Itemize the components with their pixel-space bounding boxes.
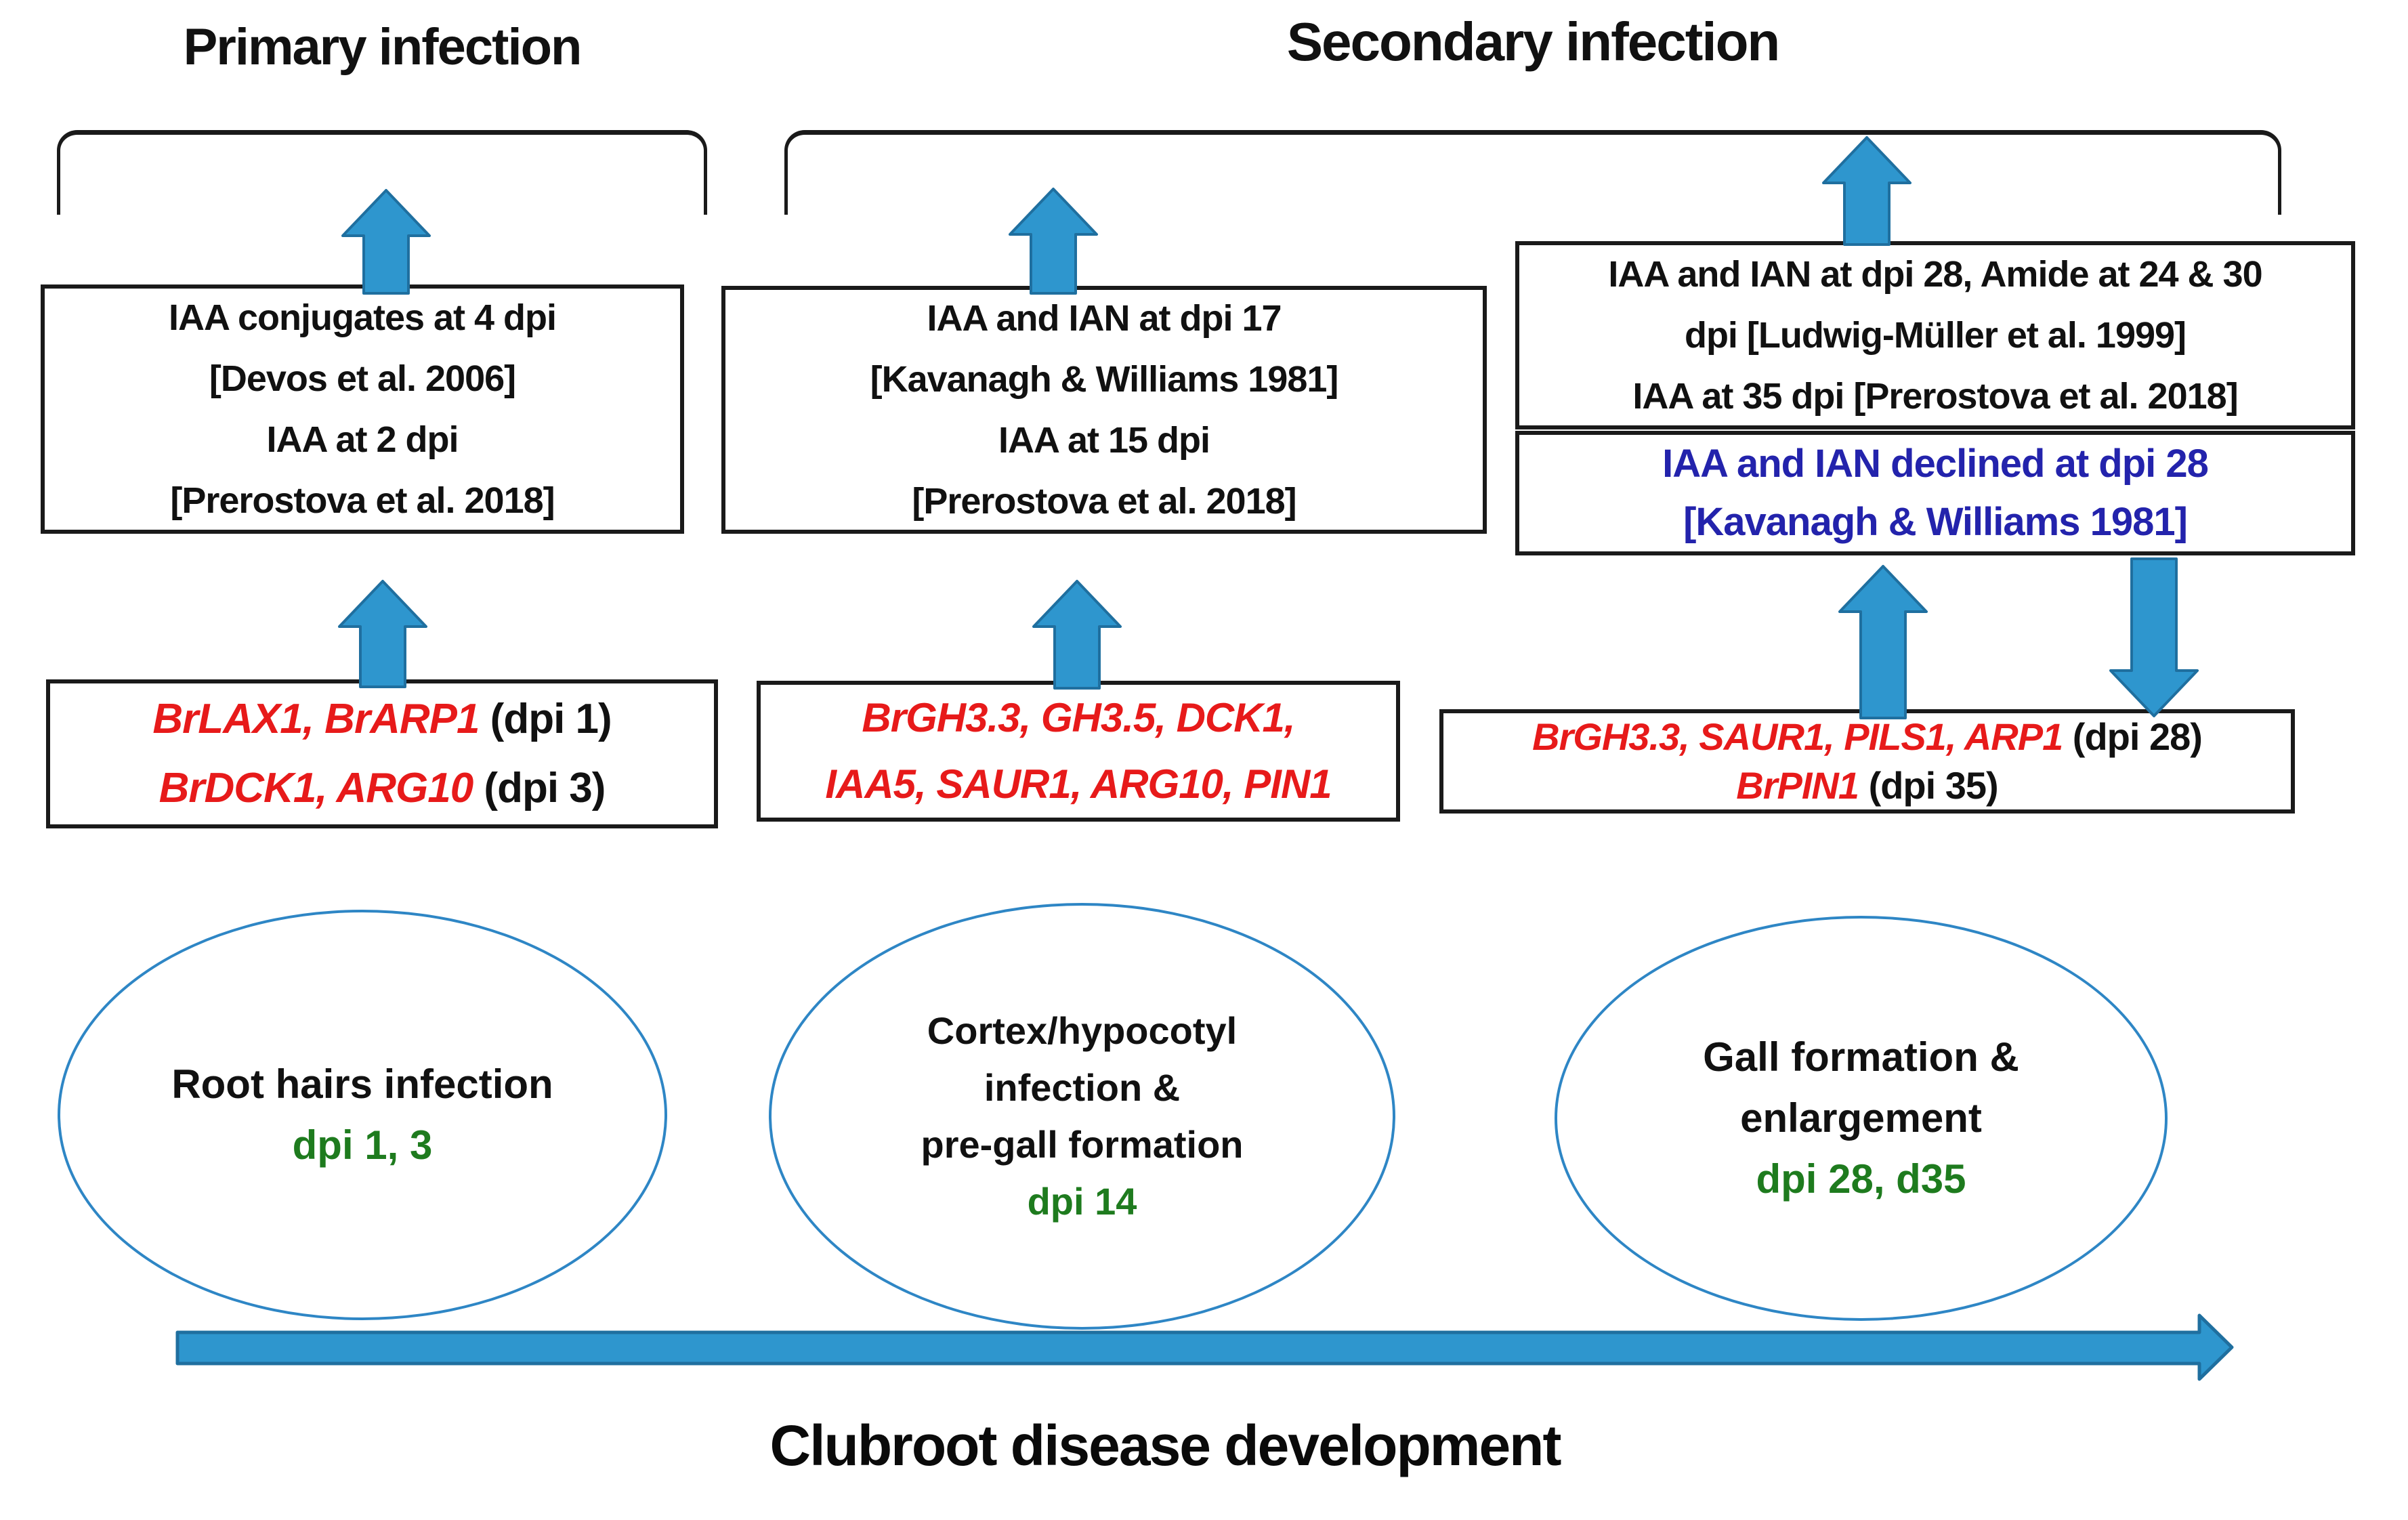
- stage-text: Cortex/hypocotyl infection & pre-gall form…: [921, 1002, 1243, 1173]
- text-line: infection &: [984, 1066, 1181, 1109]
- text-line: BrLAX1, BrARP1 (dpi 1): [50, 685, 714, 754]
- up-arrow-icon: [341, 189, 431, 295]
- dpi-note: (dpi 35): [1859, 764, 1999, 807]
- text-line: pre-gall formation: [921, 1123, 1244, 1166]
- text-line: Gall formation &: [1703, 1034, 2019, 1080]
- gene-name: BrGH3.3, SAUR1, PILS1, ARP1: [1532, 715, 2063, 758]
- text-line: IAA5, SAUR1, ARG10, PIN1: [761, 751, 1396, 818]
- primary-infection-title: Primary infection: [183, 18, 583, 76]
- gene-box-dpi28-35: BrGH3.3, SAUR1, PILS1, ARP1 (dpi 28)BrPI…: [1439, 709, 2295, 814]
- text-line: BrPIN1 (dpi 35): [1443, 761, 2291, 810]
- gene-box-dpi1-3: BrLAX1, BrARP1 (dpi 1)BrDCK1, ARG10 (dpi…: [46, 679, 718, 828]
- stage-dpi: dpi 28, d35: [1756, 1156, 1966, 1202]
- secondary-infection-title: Secondary infection: [1286, 12, 1781, 72]
- gene-name: BrGH3.3, GH3.5, DCK1,: [862, 695, 1295, 740]
- up-arrow-icon: [338, 580, 427, 688]
- text-line: IAA and IAN at dpi 17: [927, 298, 1282, 339]
- stage-ellipse-cortex-hypocotyl: Cortex/hypocotyl infection & pre-gall form…: [769, 903, 1395, 1330]
- secondary-bracket-icon: [784, 130, 2281, 215]
- timeline-arrow-icon: [175, 1313, 2234, 1381]
- text-line: [Prerostova et al. 2018]: [170, 480, 555, 521]
- text-line: Root hairs infection: [171, 1061, 553, 1107]
- text-line: Cortex/hypocotyl: [927, 1009, 1238, 1052]
- up-arrow-icon: [1009, 188, 1098, 295]
- stage-dpi: dpi 1, 3: [292, 1122, 433, 1168]
- down-arrow-icon: [2109, 557, 2199, 717]
- text-line: IAA and IAN at dpi 28, Amide at 24 & 30: [1608, 254, 2262, 295]
- stage-dpi: dpi 14: [1027, 1180, 1137, 1223]
- text-line: [Kavanagh & Williams 1981]: [1683, 500, 2188, 544]
- dpi-note: (dpi 28): [2063, 715, 2203, 758]
- gene-name: BrDCK1, ARG10: [159, 765, 474, 811]
- hormone-evidence-box-secondary-mid: IAA and IAN at dpi 17 [Kavanagh & William…: [721, 286, 1487, 534]
- text-line: IAA conjugates at 4 dpi: [168, 297, 557, 338]
- up-arrow-icon: [1032, 580, 1122, 690]
- up-arrow-icon: [1838, 565, 1928, 719]
- up-arrow-icon: [1822, 136, 1911, 246]
- text-line: enlargement: [1740, 1095, 1982, 1141]
- gene-name: BrLAX1, BrARP1: [152, 696, 480, 742]
- dpi-note: (dpi 3): [473, 765, 606, 811]
- text-line: [Devos et al. 2006]: [209, 358, 516, 399]
- stage-ellipse-root-hairs: Root hairs infection dpi 1, 3: [58, 910, 667, 1320]
- text-line: dpi [Ludwig-Müller et al. 1999]: [1684, 315, 2187, 356]
- text-line: IAA at 2 dpi: [266, 419, 459, 460]
- gene-name: BrPIN1: [1736, 764, 1859, 807]
- gene-box-dpi14: BrGH3.3, GH3.5, DCK1, IAA5, SAUR1, ARG10,…: [757, 681, 1400, 822]
- text-line: [Prerostova et al. 2018]: [912, 481, 1296, 522]
- dpi-note: (dpi 1): [479, 696, 612, 742]
- text-line: BrGH3.3, GH3.5, DCK1,: [761, 685, 1396, 751]
- text-line: IAA and IAN declined at dpi 28: [1662, 442, 2209, 486]
- text-line: [Kavanagh & Williams 1981]: [870, 359, 1339, 400]
- gene-name: IAA5, SAUR1, ARG10, PIN1: [825, 761, 1332, 807]
- text-line: BrDCK1, ARG10 (dpi 3): [50, 754, 714, 823]
- timeline-label: Clubroot disease development: [769, 1414, 1562, 1477]
- primary-bracket-icon: [57, 130, 707, 215]
- stage-text: Gall formation & enlargement: [1703, 1027, 2019, 1149]
- text-line: BrGH3.3, SAUR1, PILS1, ARP1 (dpi 28): [1443, 713, 2291, 761]
- text-line: IAA at 35 dpi [Prerostova et al. 2018]: [1632, 376, 2238, 417]
- stage-text: Root hairs infection: [171, 1054, 553, 1115]
- stage-ellipse-gall-formation: Gall formation & enlargement dpi 28, d35: [1555, 916, 2168, 1321]
- hormone-evidence-box-primary: IAA conjugates at 4 dpi [Devos et al. 200…: [41, 284, 684, 534]
- hormone-decline-note-box: IAA and IAN declined at dpi 28 [Kavanagh …: [1515, 431, 2355, 555]
- text-line: IAA at 15 dpi: [998, 420, 1210, 461]
- hormone-evidence-box-secondary-late: IAA and IAN at dpi 28, Amide at 24 & 30 d…: [1515, 241, 2355, 429]
